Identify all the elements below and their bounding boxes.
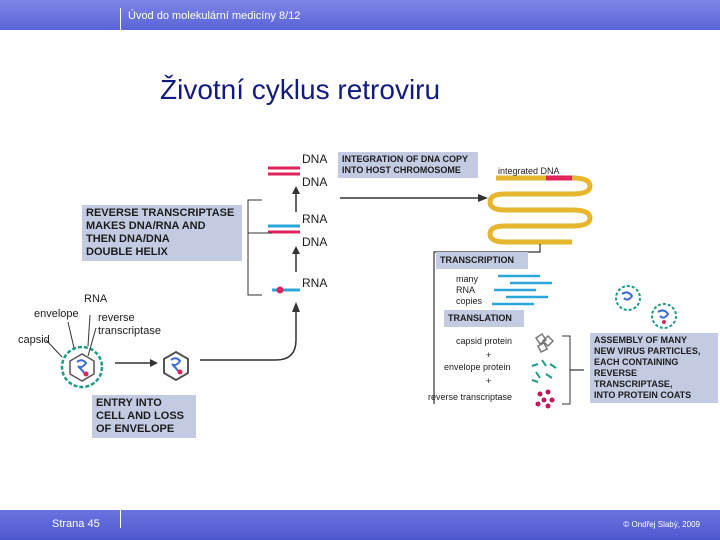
virus-particle <box>60 345 104 389</box>
integrated-dna-label: integrated DNA <box>498 166 560 176</box>
plus-sign-1: + <box>486 350 492 360</box>
entered-capsid <box>163 350 189 382</box>
entry-box: ENTRY INTO CELL AND LOSS OF ENVELOPE <box>92 395 196 438</box>
header-divider <box>120 8 121 30</box>
arrow-to-dna-top <box>292 186 300 212</box>
arrow-integration <box>340 194 488 202</box>
dna-label-mid: DNA <box>302 235 328 249</box>
rna-strand <box>272 286 300 294</box>
envelope-protein-label: envelope protein <box>444 362 511 372</box>
rna-label-mid: RNA <box>302 212 328 226</box>
reverse-transcriptase-label: reverse transcriptase <box>98 312 161 337</box>
arrow-virus-to-capsid <box>115 359 158 367</box>
rna-label-low: RNA <box>302 276 328 290</box>
reverse-transcriptase-box: REVERSE TRANSCRIPTASE MAKES DNA/RNA AND … <box>82 205 242 261</box>
capsid-protein-label: capsid protein <box>456 336 513 346</box>
new-virus-particle-1 <box>615 285 641 311</box>
page-number: Strana 45 <box>52 518 100 530</box>
capsid-label: capsid <box>18 334 50 346</box>
rna-dna-strands <box>268 224 300 234</box>
rna-copies <box>492 274 552 306</box>
reverse-bracket <box>247 199 262 296</box>
footer-bar: Strana 45 © Ondřej Slabý, 2009 <box>0 510 720 540</box>
envelope-label: envelope <box>34 308 79 320</box>
reverse-transcriptase-dots <box>535 389 555 409</box>
reverse-transcriptase-label-2: reverse transcriptase <box>428 392 513 402</box>
arrow-entry-to-rna <box>200 302 300 361</box>
copyright: © Ondřej Slabý, 2009 <box>623 520 700 529</box>
header-bar: Úvod do molekulární medicíny 8/12 <box>0 0 720 30</box>
new-virus-particle-2 <box>651 303 677 329</box>
arrow-to-rna-dna <box>292 246 300 272</box>
footer-divider <box>120 510 121 528</box>
course-title: Úvod do molekulární medicíny 8/12 <box>128 10 301 22</box>
dna-dna-strands-top <box>268 166 300 176</box>
plus-sign-2: + <box>486 376 492 386</box>
integration-box: INTEGRATION OF DNA COPY INTO HOST CHROMO… <box>338 152 478 178</box>
assembly-box: ASSEMBLY OF MANY NEW VIRUS PARTICLES, EA… <box>590 333 718 403</box>
integrated-dna-chromosome <box>487 175 593 245</box>
virus-leader-lines <box>45 314 97 358</box>
slide-title: Životní cyklus retroviru <box>160 74 441 105</box>
dna-label-top-2: DNA <box>302 175 328 189</box>
dna-label-top: DNA <box>302 152 328 166</box>
envelope-protein-cluster <box>531 359 557 383</box>
translation-box: TRANSLATION <box>444 310 524 327</box>
virus-rna-label: RNA <box>84 293 108 305</box>
capsid-protein-cluster <box>534 332 555 354</box>
many-rna-copies-label: many RNA copies <box>456 274 483 306</box>
assembly-bracket <box>562 335 571 405</box>
transcription-box: TRANSCRIPTION <box>436 252 528 269</box>
